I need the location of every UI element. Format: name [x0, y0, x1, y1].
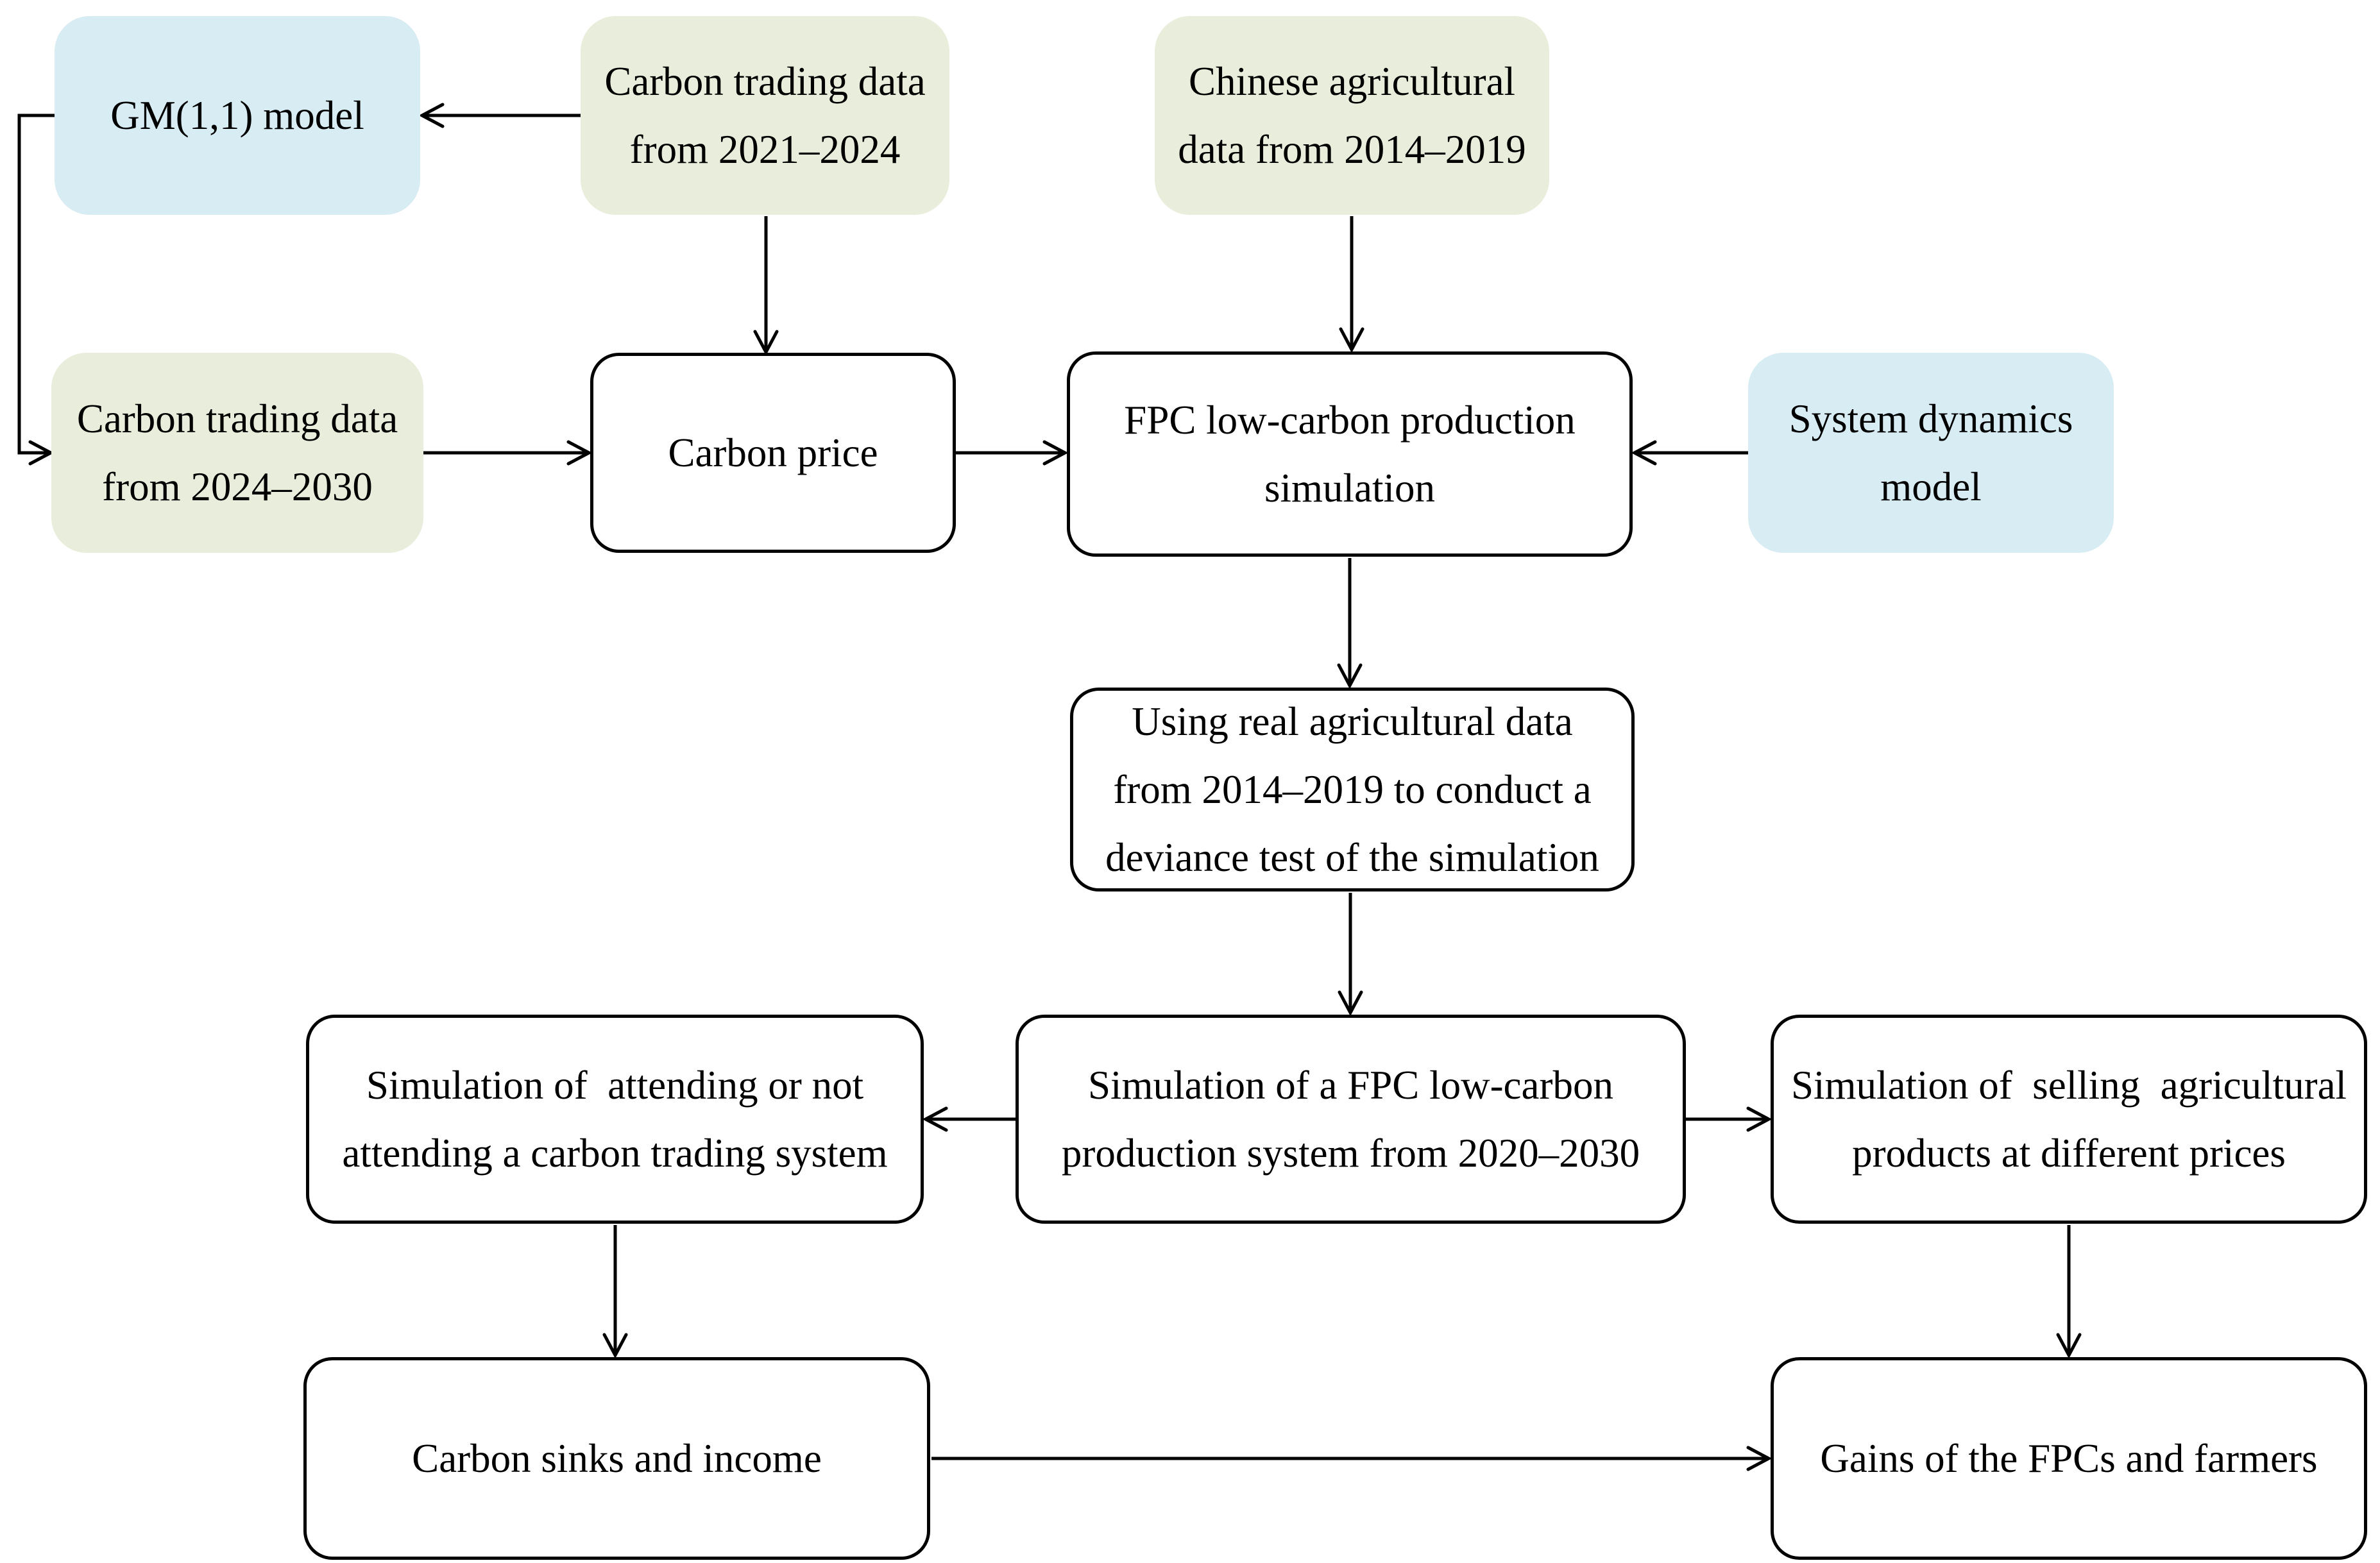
node-carbon-sinks-income-label: Carbon sinks and income	[412, 1436, 822, 1481]
node-deviance-test: Using real agricultural data from 2014–2…	[1070, 688, 1635, 891]
node-system-dynamics-model-label: System dynamics model	[1789, 396, 2073, 509]
node-carbon-trading-2024-2030: Carbon trading data from 2024–2030	[51, 353, 423, 553]
node-gm-model-label: GM(1,1) model	[110, 93, 364, 138]
node-fpc-simulation-label: FPC low-carbon production simulation	[1124, 398, 1576, 511]
arrow-gm-to-ct2430	[17, 114, 55, 453]
node-system-dynamics-model: System dynamics model	[1748, 353, 2114, 553]
node-chinese-agricultural-data-label: Chinese agricultural data from 2014–2019	[1178, 59, 1526, 172]
node-gains-fpcs-farmers: Gains of the FPCs and farmers	[1771, 1357, 2367, 1560]
node-simulation-attending-label: Simulation of attending or not attending…	[342, 1063, 888, 1176]
node-simulation-2020-2030: Simulation of a FPC low-carbon productio…	[1016, 1015, 1686, 1224]
node-fpc-simulation: FPC low-carbon production simulation	[1067, 351, 1633, 557]
node-chinese-agricultural-data: Chinese agricultural data from 2014–2019	[1155, 16, 1549, 215]
node-carbon-sinks-income: Carbon sinks and income	[303, 1357, 930, 1560]
node-carbon-trading-2024-2030-label: Carbon trading data from 2024–2030	[76, 396, 398, 509]
node-carbon-trading-2021-2024-label: Carbon trading data from 2021–2024	[604, 59, 926, 172]
node-carbon-price: Carbon price	[590, 353, 956, 553]
node-simulation-attending: Simulation of attending or not attending…	[306, 1015, 924, 1224]
node-gm-model: GM(1,1) model	[55, 16, 420, 215]
node-carbon-price-label: Carbon price	[668, 430, 878, 475]
node-simulation-2020-2030-label: Simulation of a FPC low-carbon productio…	[1061, 1063, 1640, 1176]
node-deviance-test-label: Using real agricultural data from 2014–2…	[1105, 699, 1599, 880]
node-gains-fpcs-farmers-label: Gains of the FPCs and farmers	[1820, 1436, 2318, 1481]
node-carbon-trading-2021-2024: Carbon trading data from 2021–2024	[581, 16, 949, 215]
node-simulation-selling-label: Simulation of selling agricultural produ…	[1790, 1063, 2347, 1176]
node-simulation-selling: Simulation of selling agricultural produ…	[1771, 1015, 2367, 1224]
